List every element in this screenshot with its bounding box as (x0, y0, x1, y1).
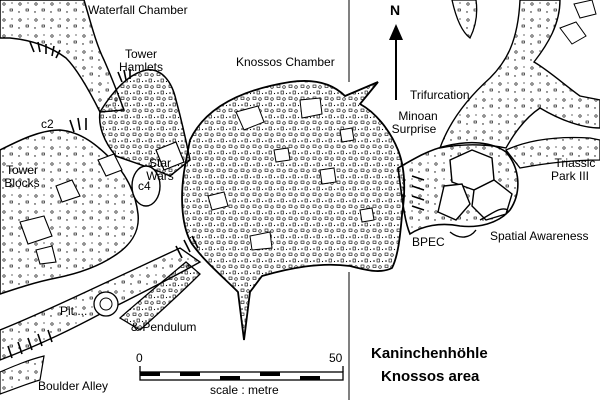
spatial-awareness-cells (437, 149, 513, 221)
knossos-blocks (207, 97, 375, 251)
map-title-line1: Kaninchenhöhle (371, 345, 488, 362)
lower-left-passage (0, 355, 45, 395)
c4-feature (131, 165, 161, 207)
label-minoan-surprise-line2: Surprise (391, 122, 437, 136)
map-title-line2: Knossos area (381, 368, 480, 385)
label-spatial-awareness: Spatial Awareness (490, 229, 589, 243)
scale-end-label: 50 (329, 351, 343, 365)
scale-start-label: 0 (136, 351, 143, 365)
label-waterfall-chamber: Waterfall Chamber (88, 3, 188, 17)
label-trifurcation: Trifurcation (410, 88, 470, 102)
spatial-awareness-hook (479, 208, 509, 221)
tower-blocks-rocks (19, 153, 123, 265)
label-triassic-park-line2: Park III (550, 169, 589, 183)
label-tower-blocks-line1: Tower (5, 163, 38, 177)
label-star-wars-line1: Star (148, 156, 171, 170)
label-pit: Pit ... (60, 304, 88, 318)
triassic-park-passage (504, 136, 600, 169)
label-tower-blocks-line2: Blocks (4, 176, 40, 190)
label-triassic-park-line1: Triassic (554, 156, 596, 170)
label-tower-hamlets-line2: Hamlets (118, 60, 163, 74)
label-c4: c4 (138, 179, 151, 193)
north-label: N (390, 2, 401, 18)
pit-pendulum-feature (93, 291, 119, 317)
label-bpec: BPEC (412, 235, 445, 249)
label-boulder-alley: Boulder Alley (38, 379, 109, 393)
knossos-chamber-outline (181, 80, 406, 341)
label-tower-hamlets-line1: Tower (124, 47, 157, 61)
pit-passage (118, 261, 201, 331)
trifurcation-passage (438, 0, 600, 149)
label-c2: c2 (41, 117, 54, 131)
north-arrow-icon (389, 24, 403, 100)
label-knossos-chamber: Knossos Chamber (236, 55, 335, 69)
scale-bar (139, 366, 344, 381)
scale-caption: scale : metre (210, 383, 279, 397)
bpec-arc (449, 229, 477, 238)
top-right-passage (451, 0, 478, 39)
star-wars-block (155, 141, 185, 171)
label-star-wars-line2: Wars (146, 169, 174, 183)
top-right-blocks (559, 0, 597, 45)
label-pendulum: & Pendulum (131, 320, 197, 334)
label-minoan-surprise-line1: Minoan (398, 109, 438, 123)
pitch-hatching (7, 41, 425, 359)
